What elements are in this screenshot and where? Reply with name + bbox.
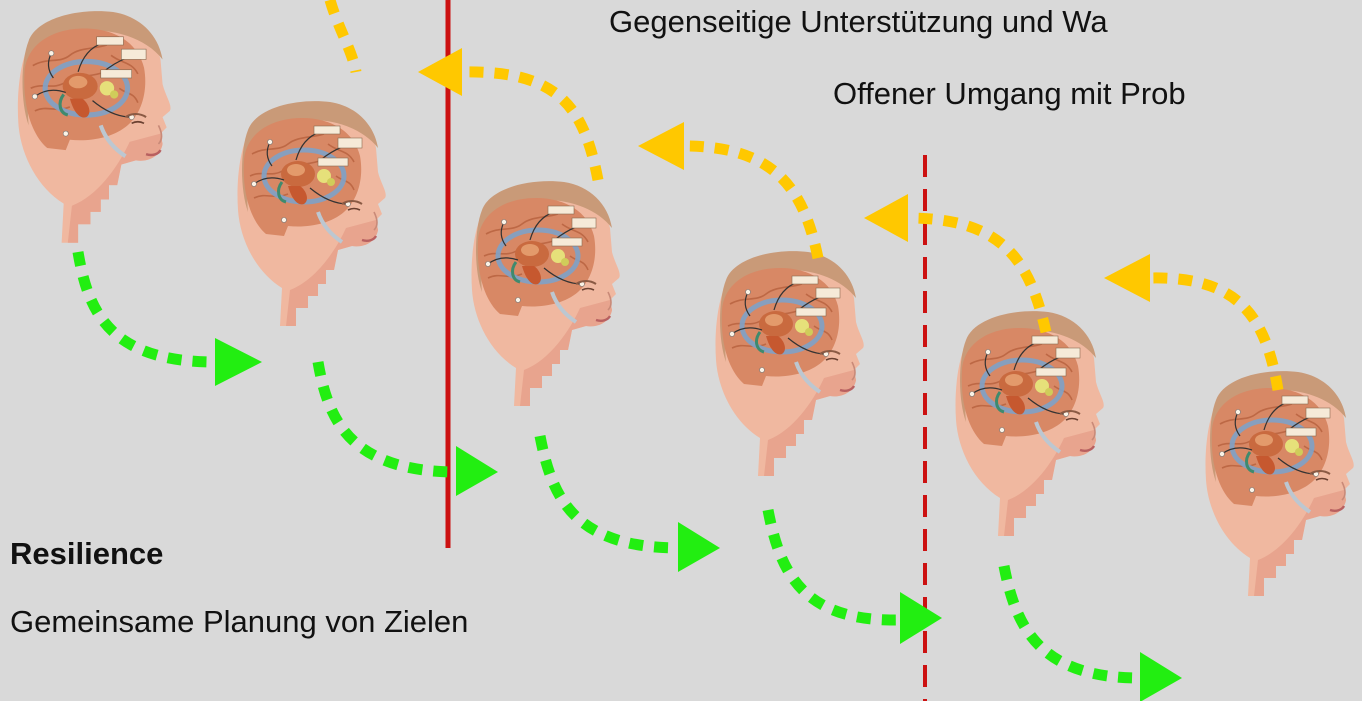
green-arrow-5	[1004, 566, 1140, 678]
yellow-arrow-head-1	[418, 48, 462, 96]
resilience-heading: Resilience	[10, 536, 163, 572]
green-arrow-head-1	[215, 338, 262, 386]
yellow-arrow-head-2	[638, 122, 684, 170]
green-arrow-4	[768, 510, 900, 620]
green-arrow-head-4	[900, 592, 942, 644]
yellow-arrow-head-3	[864, 194, 908, 242]
yellow-arrow-3	[684, 146, 818, 258]
green-arrow-3	[540, 436, 680, 548]
head-3	[472, 181, 620, 406]
yellow-arrow-1	[330, 0, 356, 72]
green-arrow-head-5	[1140, 652, 1182, 701]
green-arrow-head-3	[678, 522, 720, 572]
head-4	[716, 251, 864, 476]
head-1	[18, 11, 171, 243]
yellow-arrow-5	[1150, 278, 1278, 390]
planning-statement: Gemeinsame Planung von Zielen	[10, 604, 468, 640]
yellow-arrow-2	[462, 72, 598, 180]
problems-statement: Offener Umgang mit Prob	[833, 76, 1186, 112]
support-statement: Gegenseitige Unterstützung und Wa	[609, 4, 1108, 40]
green-arrow-head-2	[456, 446, 498, 496]
head-6	[1206, 371, 1354, 596]
green-arrow-1	[78, 252, 215, 362]
head-5	[956, 311, 1104, 536]
green-arrow-2	[318, 362, 458, 472]
head-2	[238, 101, 386, 326]
yellow-arrow-head-4	[1104, 254, 1150, 302]
